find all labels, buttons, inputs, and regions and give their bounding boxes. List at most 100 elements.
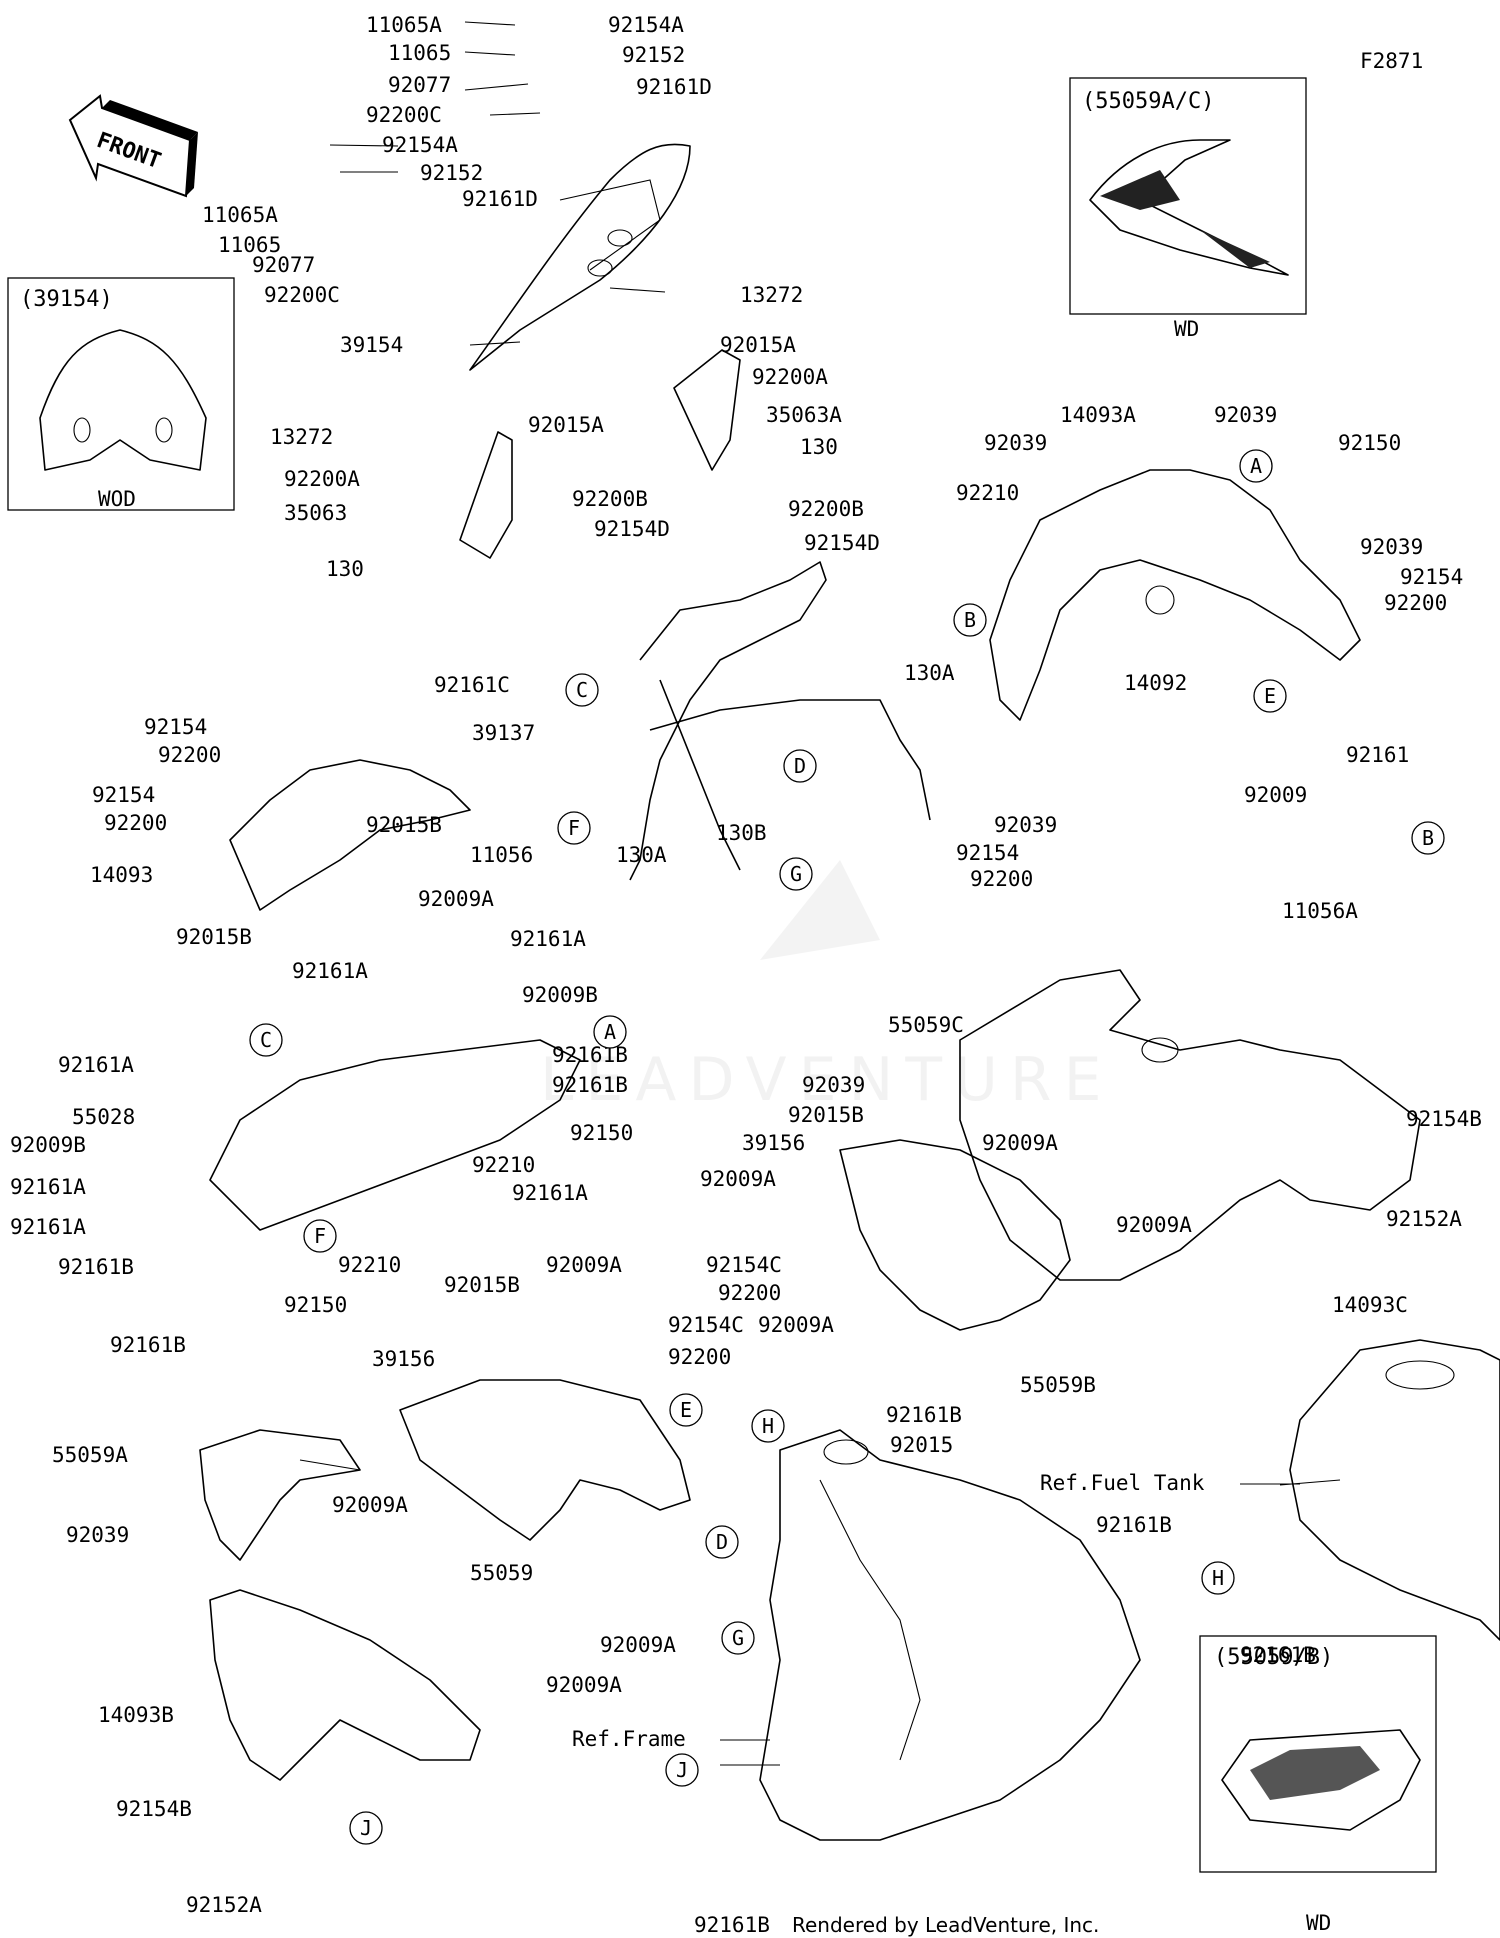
credit: Rendered by LeadVenture, Inc. <box>792 1913 1099 1937</box>
part-label: 92154 <box>1400 565 1463 589</box>
part-label: 92154B <box>1406 1107 1482 1131</box>
callout-d: D <box>783 749 817 783</box>
part-label: 92015A <box>528 413 604 437</box>
part-label: 92039 <box>1214 403 1277 427</box>
part-label: 11056A <box>1282 899 1358 923</box>
part-label: 92200A <box>284 467 360 491</box>
part-label: 55059 <box>470 1561 533 1585</box>
part-label: 92015B <box>788 1103 864 1127</box>
inset-windshield-title: (39154) <box>20 287 113 312</box>
svg-text:D: D <box>794 754 806 778</box>
svg-text:F: F <box>568 816 580 840</box>
part-label: 39156 <box>372 1347 435 1371</box>
part-label: 92200 <box>1384 591 1447 615</box>
svg-text:E: E <box>1264 684 1276 708</box>
part-label: 92161 <box>1346 743 1409 767</box>
part-label: 39137 <box>472 721 535 745</box>
svg-text:C: C <box>260 1028 272 1052</box>
svg-text:A: A <box>604 1020 616 1044</box>
part-label: 92039 <box>802 1073 865 1097</box>
part-label: 92039 <box>66 1523 129 1547</box>
part-label: 92161C <box>434 673 510 697</box>
svg-text:J: J <box>676 1758 688 1782</box>
part-label: 130 <box>800 435 838 459</box>
part-label: 130 <box>326 557 364 581</box>
part-label: 92152 <box>420 161 483 185</box>
svg-text:B: B <box>1422 826 1434 850</box>
part-label: 55028 <box>72 1105 135 1129</box>
part-label: 92200 <box>668 1345 731 1369</box>
callout-g: G <box>721 1621 755 1655</box>
part-label: 92154B <box>116 1797 192 1821</box>
part-label: 92009A <box>982 1131 1058 1155</box>
part-label: 92161B <box>110 1333 186 1357</box>
part-label: 92200 <box>158 743 221 767</box>
stay-drawing <box>629 561 931 881</box>
part-label: 92150 <box>570 1121 633 1145</box>
under-cowl-drawing <box>209 1589 481 1781</box>
part-label: 92161A <box>512 1181 588 1205</box>
part-label: 92015A <box>720 333 796 357</box>
part-label: 92200C <box>366 103 442 127</box>
part-label: 92154A <box>608 13 684 37</box>
part-label: 39154 <box>340 333 403 357</box>
part-label: 92152A <box>1386 1207 1462 1231</box>
part-label: 92161A <box>10 1215 86 1239</box>
part-label: 130A <box>904 661 955 685</box>
part-label: 92200C <box>264 283 340 307</box>
svg-text:G: G <box>790 862 802 886</box>
part-label: 92009A <box>600 1633 676 1657</box>
part-label: 92161B <box>1240 1643 1316 1667</box>
part-label: 92150 <box>284 1293 347 1317</box>
ref-frame: Ref.Frame <box>572 1727 686 1751</box>
part-label: 92009A <box>758 1313 834 1337</box>
part-label: 92200A <box>752 365 828 389</box>
windshield-drawing <box>469 143 691 371</box>
part-label: 92154D <box>594 517 670 541</box>
part-label: 92161B <box>58 1255 134 1279</box>
fairing-55059c-drawing <box>959 969 1421 1281</box>
part-labels: 11065A 11065 92077 92200C 92154A 92152 9… <box>10 13 1482 1937</box>
part-label: 92077 <box>388 73 451 97</box>
part-label: 92210 <box>338 1253 401 1277</box>
callout-a: A <box>593 1015 627 1049</box>
part-label: 92009A <box>418 887 494 911</box>
inset-windshield-caption: WOD <box>98 487 136 511</box>
part-label: 11056 <box>470 843 533 867</box>
part-label: 92200B <box>572 487 648 511</box>
part-label: 14093A <box>1060 403 1136 427</box>
inset-upper-cowl-title: (55059A/C) <box>1082 89 1214 114</box>
part-label: 92009A <box>332 1493 408 1517</box>
fairing-55059-drawing <box>399 1379 691 1541</box>
frame-drawing <box>759 1429 1141 1841</box>
part-label: 92161A <box>10 1175 86 1199</box>
part-label: 92009A <box>546 1253 622 1277</box>
part-label: 92015 <box>890 1433 953 1457</box>
part-label: 13272 <box>740 283 803 307</box>
part-label: 92009A <box>700 1167 776 1191</box>
callout-f: F <box>303 1219 337 1253</box>
part-label: 92161B <box>1096 1513 1172 1537</box>
callout-h: H <box>751 1409 785 1443</box>
callout-a: A <box>1239 449 1273 483</box>
svg-text:J: J <box>360 1816 372 1840</box>
front-arrow-icon: FRONT <box>68 94 198 198</box>
svg-text:H: H <box>762 1414 774 1438</box>
part-label: 92039 <box>994 813 1057 837</box>
callout-e: E <box>1253 679 1287 713</box>
part-label: 92161A <box>58 1053 134 1077</box>
ref-fuel-tank: Ref.Fuel Tank <box>1040 1471 1205 1495</box>
part-label: 92200B <box>788 497 864 521</box>
part-label: 11065A <box>202 203 278 227</box>
callout-b: B <box>1411 821 1445 855</box>
part-label: 130A <box>616 843 667 867</box>
watermark-text: LEADVENTURE <box>540 1045 1114 1115</box>
callout-g: G <box>779 857 813 891</box>
part-label: 92150 <box>1338 431 1401 455</box>
watermark: LEADVENTURE <box>540 860 1114 1115</box>
part-label: 92200 <box>718 1281 781 1305</box>
part-label: 92154A <box>382 133 458 157</box>
svg-text:B: B <box>964 608 976 632</box>
figure-id: F2871 <box>1360 49 1423 73</box>
